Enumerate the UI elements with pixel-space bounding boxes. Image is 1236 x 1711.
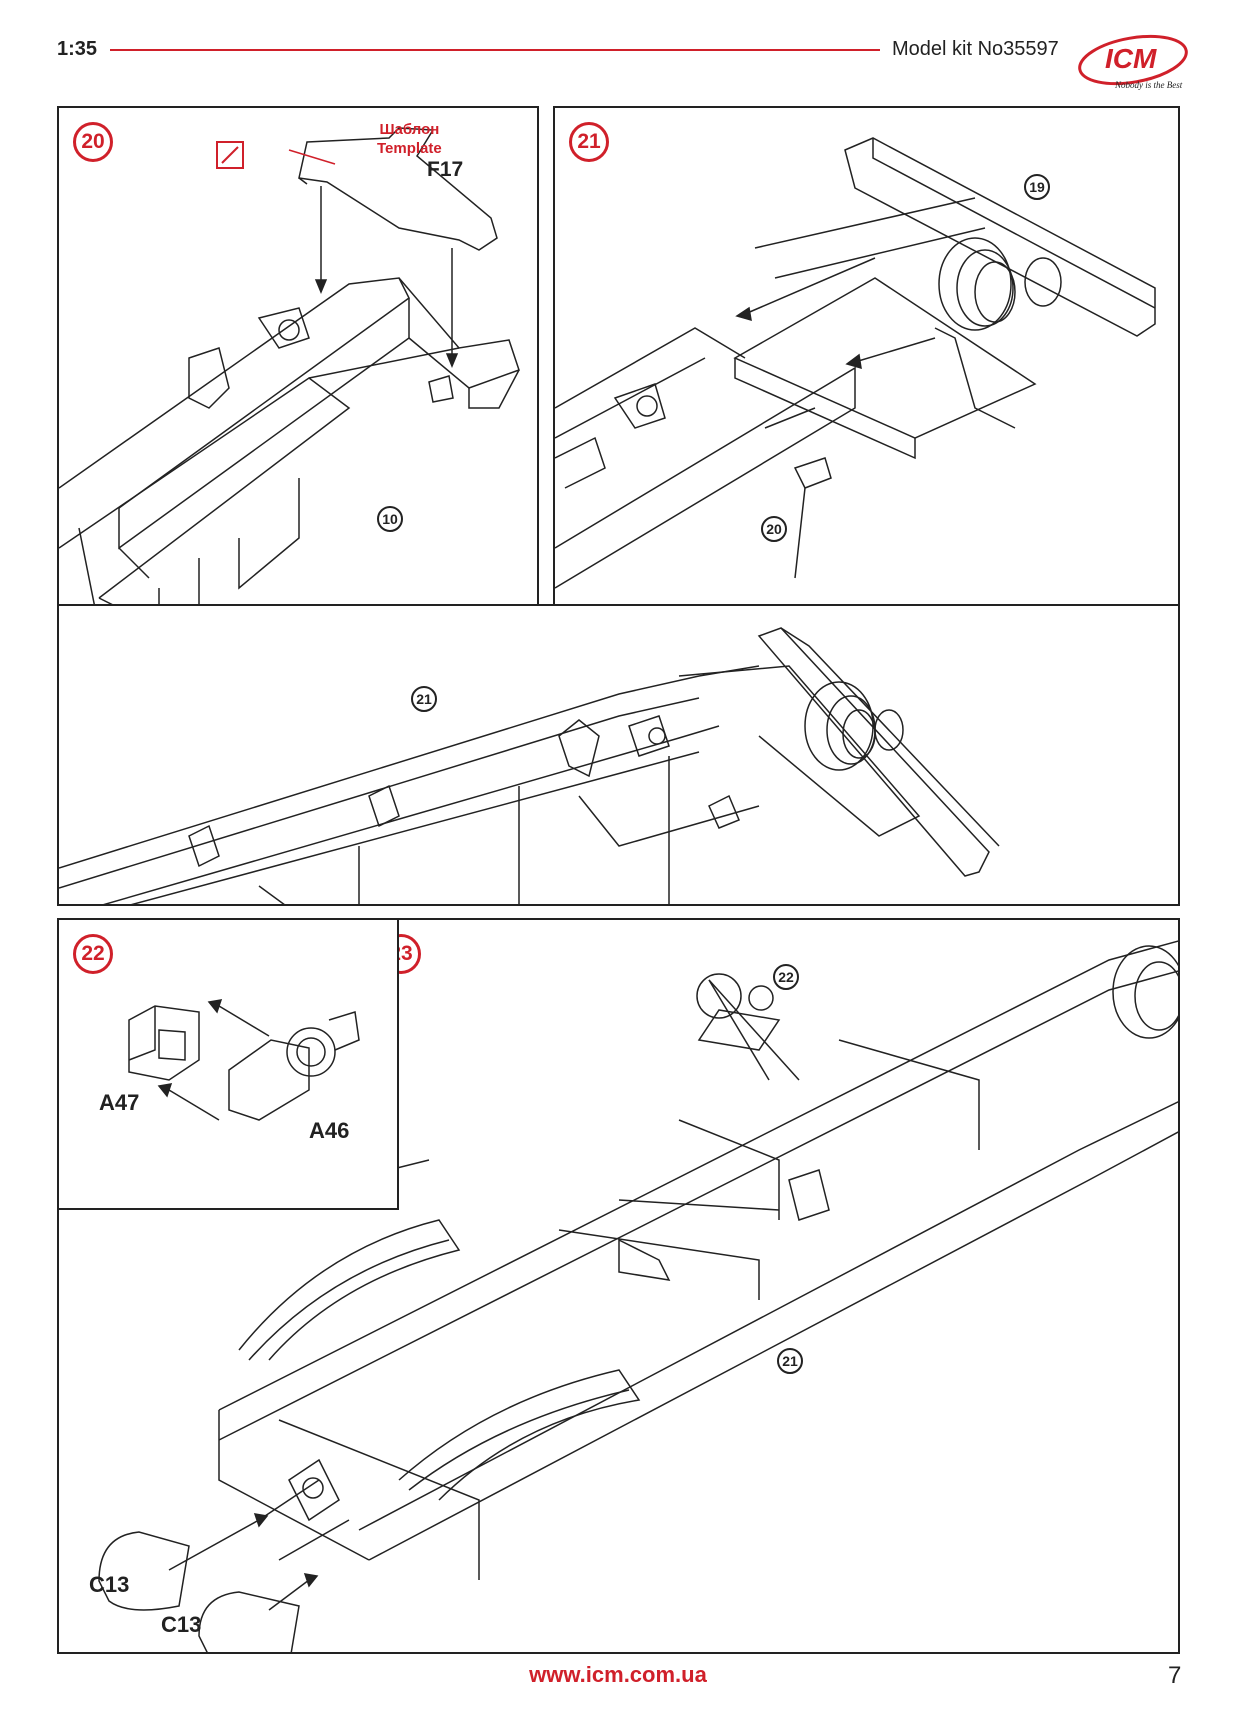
winch-install-illustration [555, 137, 1156, 589]
svg-text:Nobody is the Best: Nobody is the Best [1114, 80, 1183, 90]
icm-logo: ICM Nobody is the Best [1078, 34, 1188, 90]
part-c13-right: C13 [161, 1612, 202, 1637]
part-c13-left: C13 [89, 1572, 130, 1597]
step-number-20: 20 [73, 122, 113, 162]
part-a46: A46 [309, 1118, 350, 1143]
kit-number: Model kit No35597 [892, 38, 1059, 60]
ref-step-19: 19 [1024, 174, 1050, 200]
part-a46-a47-illustration [128, 999, 360, 1121]
step-20-panel: 20 Шаблон Template F17 10 [57, 106, 539, 606]
step-21-result-panel: 21 [57, 604, 1180, 906]
ref-step-20: 20 [761, 516, 787, 542]
step-21-panel: 21 19 20 [553, 106, 1180, 606]
template-label-ru: Шаблон [379, 121, 440, 138]
step-22-panel: 22 A47 A46 [57, 918, 399, 1210]
scale-label: 1:35 [57, 38, 98, 60]
page-number: 7 [1168, 1662, 1182, 1689]
ref-step-10: 10 [377, 506, 403, 532]
part-f17: F17 [427, 158, 464, 181]
part-a47: A47 [99, 1090, 140, 1115]
svg-text:ICM: ICM [1105, 43, 1157, 74]
ref-step-21-upper: 21 [411, 686, 437, 712]
frame-rear-illustration [59, 127, 520, 604]
step-number-22: 22 [73, 934, 113, 974]
template-label-en: Template [377, 140, 442, 157]
header-rule [110, 49, 880, 51]
template-label: Шаблон Template [377, 120, 442, 158]
website-link[interactable]: www.icm.com.ua [529, 1662, 707, 1687]
step-number-21: 21 [569, 122, 609, 162]
frame-with-winch-illustration [59, 627, 1000, 904]
ref-step-21-lower: 21 [777, 1348, 803, 1374]
full-chassis-illustration [98, 940, 1178, 1652]
ref-step-22: 22 [773, 964, 799, 990]
